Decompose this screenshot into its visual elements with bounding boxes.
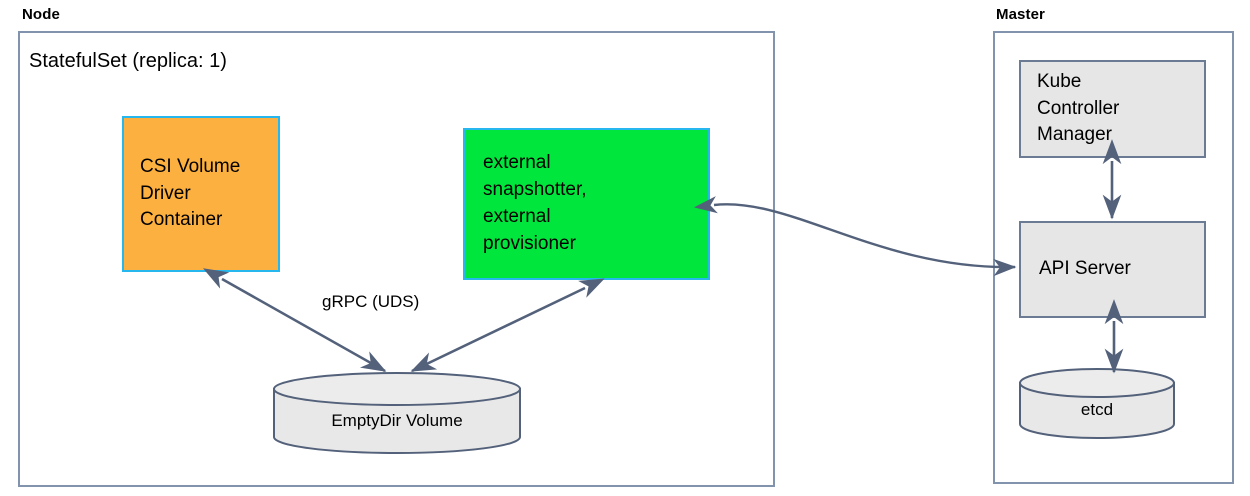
kcm-line-2: Controller [1037, 97, 1120, 119]
external-sidecars-box[interactable]: external snapshotter, external provision… [463, 128, 710, 280]
kube-controller-manager-box[interactable]: Kube Controller Manager [1019, 60, 1206, 158]
cylinder-shape [1019, 368, 1175, 439]
sidecar-line-2: snapshotter, [483, 179, 587, 201]
sidecar-line-3: external [483, 206, 551, 227]
emptydir-volume-label: EmptyDir Volume [331, 411, 463, 430]
csi-driver-line-1: CSI Volume [140, 155, 241, 177]
api-server-line-1: API Server [1039, 258, 1131, 280]
kcm-line-1: Kube [1037, 70, 1082, 92]
csi-volume-driver-container-box[interactable]: CSI Volume Driver Container [122, 116, 280, 272]
sidecar-line-1: external [483, 152, 551, 174]
master-group-label: Master [996, 6, 1045, 23]
node-group-label: Node [22, 6, 60, 23]
csi-driver-line-2: Driver [140, 182, 191, 204]
etcd-cylinder[interactable]: etcd [1018, 368, 1176, 440]
etcd-label: etcd [1080, 400, 1114, 419]
grpc-uds-edge-label: gRPC (UDS) [322, 292, 420, 311]
kcm-line-3: Manager [1037, 124, 1112, 146]
sidecar-line-4: provisioner [483, 232, 576, 254]
emptydir-volume-cylinder[interactable]: EmptyDir Volume [272, 371, 522, 455]
cylinder-shape [273, 372, 521, 454]
api-server-box[interactable]: API Server [1019, 221, 1206, 318]
csi-driver-line-3: Container [140, 209, 223, 231]
statefulset-title: StatefulSet (replica: 1) [29, 50, 227, 72]
